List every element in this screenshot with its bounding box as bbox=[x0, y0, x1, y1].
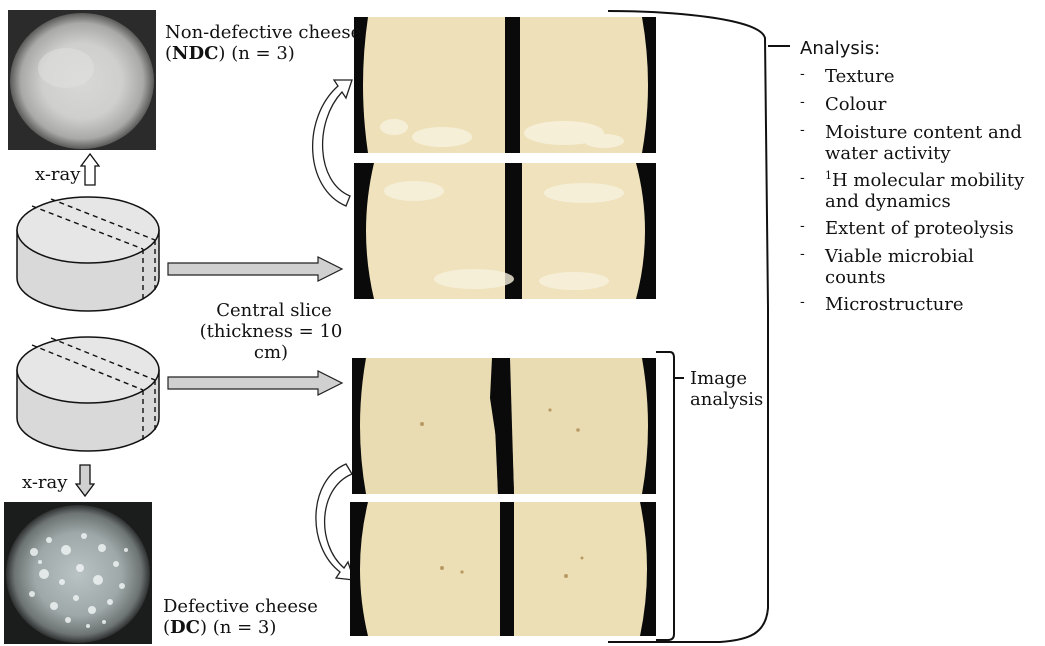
ndc-close-paren: ) bbox=[218, 43, 225, 64]
list-dash: - bbox=[800, 122, 805, 138]
image-analysis-bracket bbox=[652, 350, 684, 642]
ndc-label-line1: Non-defective cheese bbox=[165, 22, 361, 43]
curved-arrow-top bbox=[302, 72, 354, 212]
list-dash: - bbox=[800, 294, 805, 310]
xray-down-arrow bbox=[75, 464, 95, 498]
cheese-wheel-bottom bbox=[15, 330, 163, 454]
analysis-item-text: Moisture content and water activity bbox=[825, 122, 1040, 164]
analysis-item-text: 1H molecular mobility and dynamics bbox=[825, 170, 1040, 212]
dc-label-line1: Defective cheese bbox=[163, 596, 318, 617]
analysis-title: Analysis: bbox=[800, 38, 880, 59]
list-dash: - bbox=[800, 218, 805, 234]
analysis-item-text: Extent of proteolysis bbox=[825, 218, 1040, 239]
xray-bottom-label: x-ray bbox=[22, 472, 67, 493]
curved-arrow-bottom bbox=[306, 460, 356, 588]
ndc-label: Non-defective cheese (NDC) (n = 3) bbox=[165, 22, 361, 64]
analysis-item-text: Colour bbox=[825, 94, 1040, 115]
xray-top-label: x-ray bbox=[35, 164, 80, 185]
dc-open-paren: ( bbox=[163, 617, 170, 638]
dc-close-paren: ) bbox=[200, 617, 207, 638]
slice-arrow-top bbox=[166, 256, 344, 282]
ndc-open-paren: ( bbox=[165, 43, 172, 64]
image-analysis-label: Image analysis bbox=[690, 368, 763, 410]
central-slice-line2: (thickness = 10 cm) bbox=[187, 321, 355, 363]
list-dash: - bbox=[800, 66, 805, 82]
ndc-xray-image bbox=[8, 10, 156, 150]
central-slice-label: Central slice (thickness = 10 cm) bbox=[193, 300, 355, 363]
image-analysis-line1: Image bbox=[690, 368, 763, 389]
image-analysis-line2: analysis bbox=[690, 389, 763, 410]
dc-abbr: DC bbox=[170, 617, 200, 638]
dc-label-line2: (DC) (n = 3) bbox=[163, 617, 318, 638]
analysis-item-body: H molecular mobility and dynamics bbox=[825, 170, 1024, 212]
list-dash: - bbox=[800, 94, 805, 110]
dc-count: (n = 3) bbox=[213, 617, 277, 638]
list-dash: - bbox=[800, 170, 805, 186]
dc-xray-image bbox=[4, 502, 152, 644]
analysis-item-text: Viable microbial counts bbox=[825, 246, 1040, 288]
ndc-abbr: NDC bbox=[172, 43, 218, 64]
list-dash: - bbox=[800, 246, 805, 262]
slice-arrow-bottom bbox=[166, 370, 344, 396]
analysis-bracket bbox=[600, 8, 790, 644]
ndc-label-line2: (NDC) (n = 3) bbox=[165, 43, 361, 64]
analysis-item-text: Microstructure bbox=[825, 294, 1040, 315]
ndc-count: (n = 3) bbox=[231, 43, 295, 64]
xray-up-arrow bbox=[80, 152, 100, 186]
analysis-item-text: Texture bbox=[825, 66, 1040, 87]
cheese-wheel-top bbox=[15, 192, 163, 314]
dc-label: Defective cheese (DC) (n = 3) bbox=[163, 596, 318, 638]
superscript-one: 1 bbox=[825, 169, 832, 182]
central-slice-line1: Central slice bbox=[193, 300, 355, 321]
